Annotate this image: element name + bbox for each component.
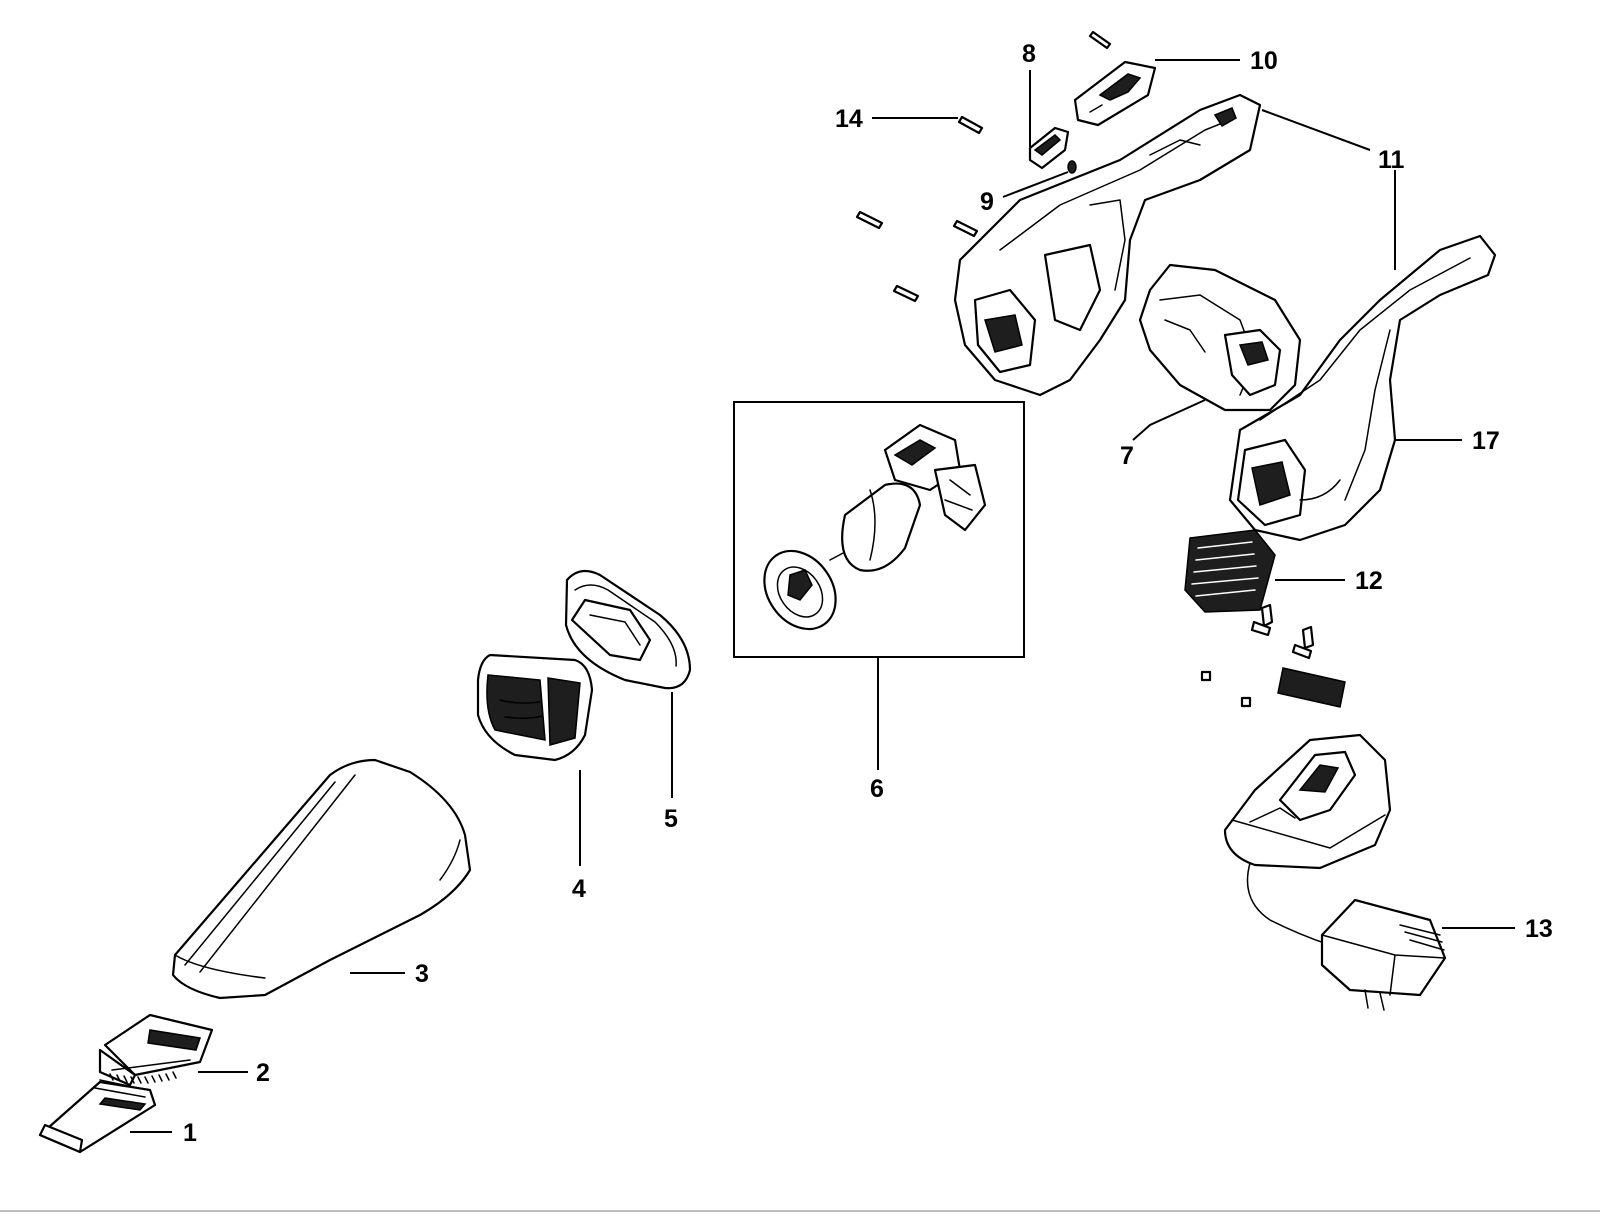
callout-13: 13 — [1525, 915, 1553, 943]
callout-3: 3 — [415, 960, 429, 988]
leader-lines — [130, 59, 1515, 1133]
screws — [855, 30, 1112, 303]
callout-2: 2 — [256, 1059, 270, 1087]
part-6-motor-assembly — [733, 401, 1025, 658]
callout-8: 8 — [1022, 40, 1036, 68]
part-4-filter — [476, 653, 594, 762]
part-2-brush-tool — [98, 1013, 214, 1087]
part-1-crevice-tool — [38, 1079, 157, 1154]
callout-10: 10 — [1250, 47, 1278, 75]
part-8-switch-button — [1028, 126, 1070, 170]
part-12-battery-pack — [1184, 529, 1346, 708]
callout-14: 14 — [835, 105, 863, 133]
part-10-switch-cover — [1073, 60, 1157, 127]
callout-1: 1 — [183, 1119, 197, 1147]
callout-11: 11 — [1378, 146, 1405, 174]
part-9-spring — [1067, 160, 1077, 174]
part-7-motor-housing — [1138, 263, 1302, 412]
part-3-bowl — [171, 758, 472, 1000]
callout-5: 5 — [664, 805, 678, 833]
callout-6: 6 — [870, 775, 884, 803]
callout-9: 9 — [980, 188, 994, 216]
part-13-charger — [1223, 733, 1447, 1011]
part-5-filter-frame — [564, 569, 692, 690]
callout-4: 4 — [572, 875, 586, 903]
callout-7: 7 — [1120, 442, 1134, 470]
bottom-divider — [0, 1210, 1600, 1212]
callout-17: 17 — [1472, 427, 1500, 455]
callout-12: 12 — [1355, 567, 1383, 595]
part-11-housing-left — [953, 93, 1262, 397]
part-17-housing-right — [1228, 234, 1497, 542]
callout-labels: 1 2 3 4 5 6 7 8 9 10 11 12 13 14 17 — [183, 40, 1553, 1147]
